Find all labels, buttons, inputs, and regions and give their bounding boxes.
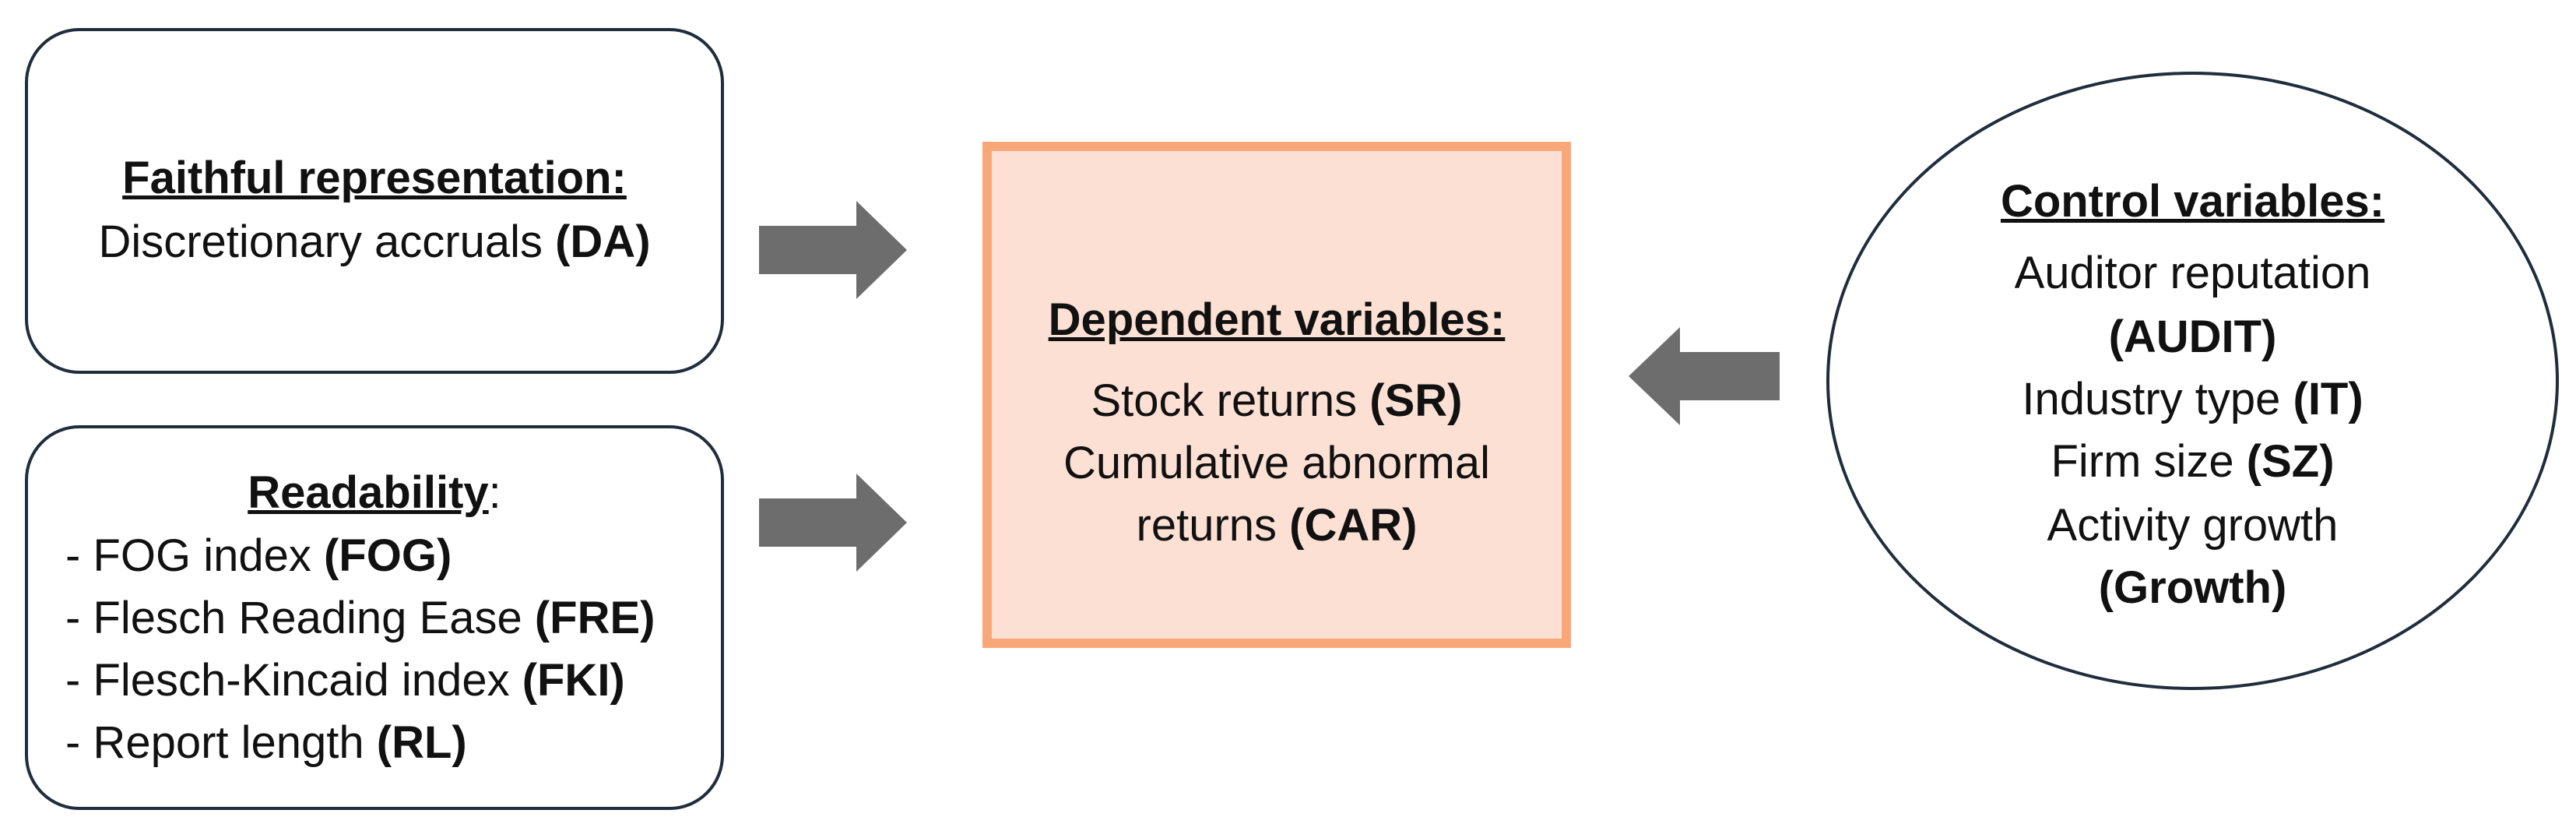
- readability-heading-suffix: :: [488, 467, 501, 518]
- dependent-line-text: Stock returns: [1091, 375, 1370, 426]
- control-line-text: Firm size: [2051, 436, 2247, 487]
- faithful-line-abbr: (DA): [555, 217, 651, 267]
- arrow-right-icon: [759, 201, 907, 299]
- readability-heading: Readability: [248, 467, 489, 518]
- dependent-line-text: returns: [1136, 500, 1290, 551]
- control-line-growth-abbr: (Growth): [2098, 562, 2287, 613]
- readability-item-abbr: (FKI): [522, 655, 625, 706]
- readability-item-fre: - Flesch Reading Ease (FRE): [65, 587, 655, 650]
- dependent-line-abbr: (CAR): [1289, 500, 1418, 551]
- faithful-heading: Faithful representation:: [122, 153, 627, 203]
- control-line-text: Industry type: [2022, 374, 2293, 424]
- readability-item-fki: - Flesch-Kincaid index (FKI): [65, 650, 625, 712]
- control-line-industry: Industry type (IT): [1829, 368, 2556, 431]
- readability-item-fog: - FOG index (FOG): [65, 525, 452, 587]
- dependent-line-sr: Stock returns (SR): [992, 369, 1562, 433]
- faithful-representation-box: Faithful representation: Discretionary a…: [25, 28, 724, 374]
- dependent-line-car-2: returns (CAR): [992, 494, 1562, 558]
- readability-heading-row: Readability:: [28, 461, 721, 525]
- control-variables-ellipse: Control variables: Auditor reputation (A…: [1826, 72, 2559, 690]
- readability-item-text: - Flesch-Kincaid index: [65, 655, 522, 706]
- faithful-line-text: Discretionary accruals: [98, 217, 556, 267]
- dependent-variables-box: Dependent variables: Stock returns (SR) …: [982, 142, 1571, 648]
- readability-item-abbr: (FOG): [323, 530, 452, 581]
- arrow-right-icon: [759, 474, 907, 572]
- control-line-abbr: (IT): [2293, 374, 2363, 424]
- arrow-left-icon: [1629, 327, 1780, 425]
- control-line-activity: Activity growth: [2047, 500, 2339, 551]
- control-line-firm-size: Firm size (SZ): [1829, 430, 2556, 494]
- control-line-audit-abbr: (AUDIT): [2108, 312, 2277, 362]
- dependent-line-abbr: (SR): [1369, 375, 1463, 426]
- readability-item-rl: - Report length (RL): [65, 712, 467, 774]
- dependent-line-car-1: Cumulative abnormal: [1063, 438, 1491, 488]
- readability-item-text: - Report length: [65, 717, 377, 768]
- faithful-line-da: Discretionary accruals (DA): [28, 210, 721, 274]
- dependent-heading: Dependent variables:: [1048, 294, 1506, 345]
- readability-item-text: - FOG index: [65, 530, 324, 581]
- control-line-auditor: Auditor reputation: [2014, 248, 2371, 298]
- control-heading: Control variables:: [2000, 176, 2385, 227]
- readability-item-abbr: (FRE): [534, 593, 655, 643]
- control-line-abbr: (SZ): [2246, 436, 2335, 487]
- readability-box: Readability: - FOG index (FOG) - Flesch …: [25, 425, 724, 810]
- readability-item-text: - Flesch Reading Ease: [65, 593, 535, 643]
- readability-item-abbr: (RL): [376, 717, 467, 768]
